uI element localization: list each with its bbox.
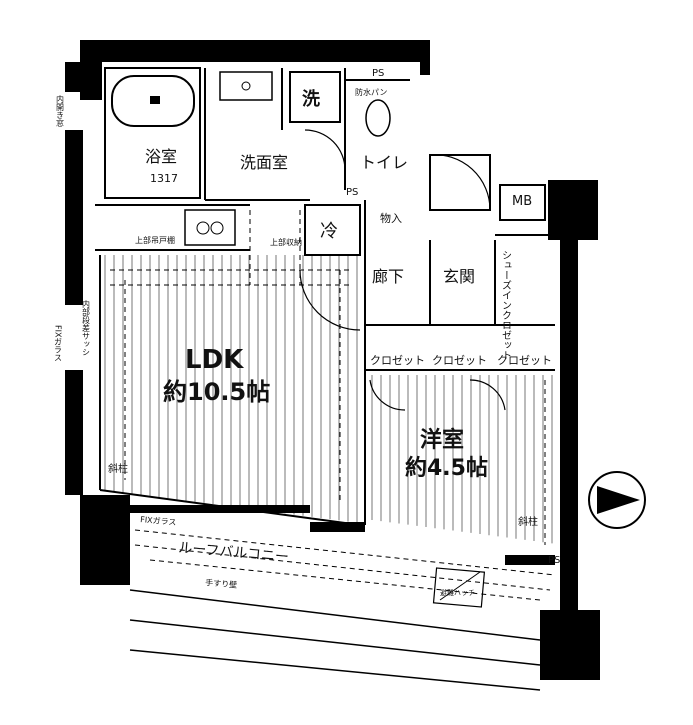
compass-icon — [588, 471, 646, 529]
handrail-label: 手すり壁 — [205, 577, 238, 590]
fix-glass-bottom-label: FIXガラス — [140, 514, 177, 527]
washer-pan — [289, 71, 341, 123]
washer-label: 洗 — [302, 88, 320, 110]
ldk-name: LDK — [185, 345, 244, 375]
western-name: 洋室 — [420, 427, 464, 453]
sash-label: 内部段差サッシ — [82, 299, 91, 356]
fix-glass-left-label: FIXガラス — [54, 325, 63, 361]
ps-label-mid: PS — [346, 187, 358, 198]
toilet-icon — [365, 99, 391, 137]
fridge-label: 冷 — [320, 221, 338, 242]
dashed-lines — [110, 210, 556, 601]
balcony-label: ルーフバルコニー — [178, 540, 290, 566]
closet-label-3: クロゼット — [497, 354, 552, 367]
washbasin — [219, 71, 273, 101]
pillar-label-left: 斜柱 — [108, 462, 128, 475]
closet-label-2: クロゼット — [432, 354, 487, 367]
pillar-label-right: 斜柱 — [518, 515, 538, 528]
corridor-label: 廊下 — [372, 267, 404, 286]
ps-label-bottom: PS — [548, 555, 560, 566]
balcony-outline — [129, 589, 541, 691]
ldk-size: 約10.5帖 — [163, 378, 270, 406]
entrance-label: 玄関 — [443, 267, 475, 286]
washroom-label: 洗面室 — [240, 153, 288, 172]
burner-icon — [210, 221, 224, 235]
storage-label: 物入 — [380, 211, 402, 225]
hatch-diagonal — [439, 571, 481, 601]
mb-label: MB — [512, 194, 532, 209]
bath-code: 1317 — [150, 172, 178, 185]
basin-drain-icon — [241, 81, 251, 91]
walls — [65, 40, 600, 680]
closet-label-1: クロゼット — [370, 354, 425, 367]
western-floor-hatching — [371, 375, 553, 544]
western-size: 約4.5帖 — [405, 455, 488, 481]
left-window-label: 内開き窓 — [56, 94, 65, 127]
ps-label-top: PS — [372, 68, 384, 79]
shoe-closet-label: シューズインクロゼット — [500, 250, 512, 360]
stove — [184, 209, 236, 246]
bath-label: 浴室 — [145, 147, 177, 166]
hatch-label: 避難ハッチ — [440, 588, 475, 597]
ceiling-storage-label: 上部収納 — [270, 237, 302, 247]
burner-icon — [196, 221, 210, 235]
tub-drain — [150, 96, 160, 104]
hanging-cabinet-label: 上部吊戸棚 — [135, 235, 175, 245]
washer-pan-label: 防水パン — [355, 87, 387, 97]
door-swings — [299, 129, 506, 411]
bathtub — [111, 75, 195, 127]
toilet-label: トイレ — [360, 153, 408, 172]
ldk-floor-hatching — [104, 255, 358, 523]
evacuation-hatch — [432, 567, 486, 608]
